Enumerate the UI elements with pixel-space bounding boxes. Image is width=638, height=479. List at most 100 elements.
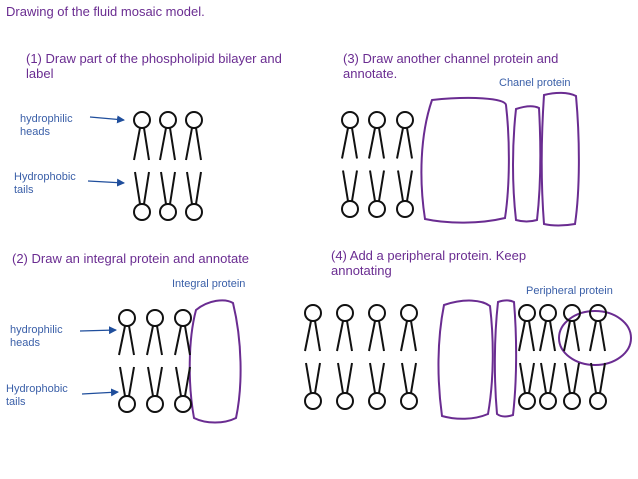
panel4-head-bottom [563, 392, 581, 410]
panel4-phospholipid-8 [589, 304, 607, 410]
panel4-head-top [336, 304, 354, 322]
panel2-head-label-line2: heads [10, 336, 40, 349]
arrow-tails-2 [81, 388, 119, 397]
panel2-tails-top [118, 325, 135, 356]
panel1-head-top [159, 111, 177, 129]
panel2-tail-label-line2: tails [6, 395, 26, 408]
panel1-tails-bottom [186, 171, 202, 205]
panel1-head-bottom [159, 203, 177, 221]
panel4-head-top [539, 304, 557, 322]
panel3-heading-line2: annotate. [343, 65, 398, 81]
panel4-phospholipid-3 [368, 304, 386, 410]
panel4-tails-top [563, 320, 580, 352]
panel4-peripheral-protein [558, 310, 632, 366]
panel3-head-bottom [341, 200, 359, 218]
panel2-head-top [146, 309, 164, 327]
panel2-tails-top [146, 325, 163, 356]
panel4-head-top [400, 304, 418, 322]
panel4-tails-bottom [369, 362, 385, 394]
panel3-phospholipid-2 [368, 111, 386, 218]
panel1-heading-line1: (1) Draw part of the phospholipid bilaye… [26, 51, 282, 66]
label-arrows [79, 115, 125, 397]
panel3-tails-bottom [369, 170, 385, 202]
panel3-phospholipid-3 [396, 111, 414, 218]
panel4-head-top [304, 304, 322, 322]
panel2-head-top [118, 309, 136, 327]
panel4-phospholipid-2 [336, 304, 354, 410]
panel2-tail-label-line1: Hydrophobic [6, 383, 68, 395]
panel3-phospholipid-1 [341, 111, 359, 218]
panel1-tails-top [185, 127, 202, 161]
panel4-head-bottom [304, 392, 322, 410]
panel2-integral-protein [188, 299, 242, 424]
panel4-heading-line2: annotating [331, 262, 392, 278]
panel4-tails-top [589, 320, 606, 352]
peripheral-protein-label: Peripheral protein [526, 285, 613, 297]
panel1-tails-bottom [134, 171, 150, 205]
panel3-channel-protein-a [420, 96, 510, 224]
panel4-tails-bottom [519, 362, 535, 394]
panel4-tails-bottom [401, 362, 417, 394]
arrow-heads-1 [89, 115, 125, 124]
channel-protein-label: Chanel protein [499, 77, 571, 89]
arrow-tails-1 [87, 178, 125, 187]
panel3-channel-protein-c [540, 91, 580, 227]
panel3-tails-bottom [342, 170, 358, 202]
panel3-head-bottom [396, 200, 414, 218]
panel4-head-bottom [589, 392, 607, 410]
panel4-tails-top [304, 320, 321, 352]
page-title: Drawing of the fluid mosaic model. [6, 4, 205, 19]
panel1-phospholipid-1 [133, 111, 151, 221]
panel1-tail-label-line1: Hydrophobic [14, 171, 76, 183]
panel3-head-top [368, 111, 386, 129]
proteins [188, 91, 632, 424]
integral-protein-label: Integral protein [172, 278, 246, 290]
panel4-head-bottom [539, 392, 557, 410]
panel3-tails-top [341, 127, 358, 159]
panel3-channel-protein-b [512, 105, 542, 223]
panel4-phospholipid-1 [304, 304, 322, 410]
panel4-tails-bottom [564, 362, 580, 394]
panel4-channel-protein-b [493, 299, 518, 418]
panel4-tails-top [400, 320, 417, 352]
panel4-head-bottom [518, 392, 536, 410]
panel3-head-top [396, 111, 414, 129]
panel1-head-bottom [185, 203, 203, 221]
phospholipids [118, 111, 607, 413]
panel3-heading-line1: (3) Draw another channel protein and [343, 51, 559, 66]
panel4-tails-bottom [590, 362, 606, 394]
panel1-tails-top [159, 127, 176, 161]
panel2-tails-bottom [175, 366, 191, 397]
panel4-phospholipid-7 [563, 304, 581, 410]
panel2-head-top [174, 309, 192, 327]
panel2-tails-bottom [147, 366, 163, 397]
panel1-phospholipid-2 [159, 111, 177, 221]
arrow-heads-2 [79, 326, 117, 335]
panel4-head-bottom [368, 392, 386, 410]
panel1-head-top [133, 111, 151, 129]
panel4-phospholipid-4 [400, 304, 418, 410]
panel4-tails-top [368, 320, 385, 352]
panel2-tails-top [174, 325, 191, 356]
panel4-tails-bottom [540, 362, 556, 394]
panel1-heading: (1) Draw part of the phospholipid bilaye… [26, 51, 282, 82]
panel3-head-bottom [368, 200, 386, 218]
panel2-head-bottom [146, 395, 164, 413]
panel2-tails-bottom [119, 366, 135, 397]
panel4-tails-top [336, 320, 353, 352]
panel3-tails-bottom [397, 170, 413, 202]
panel4-head-top [368, 304, 386, 322]
panel4-tails-bottom [305, 362, 321, 394]
panel2-head-bottom [118, 395, 136, 413]
panel2-head-label-line1: hydrophilic [10, 324, 63, 336]
panel4-heading-line1: (4) Add a peripheral protein. Keep [331, 248, 527, 263]
panel2-heading: (2) Draw an integral protein and annotat… [12, 251, 250, 266]
panel1-head-label-line2: heads [20, 125, 50, 138]
panel2-phospholipid-1 [118, 309, 136, 413]
